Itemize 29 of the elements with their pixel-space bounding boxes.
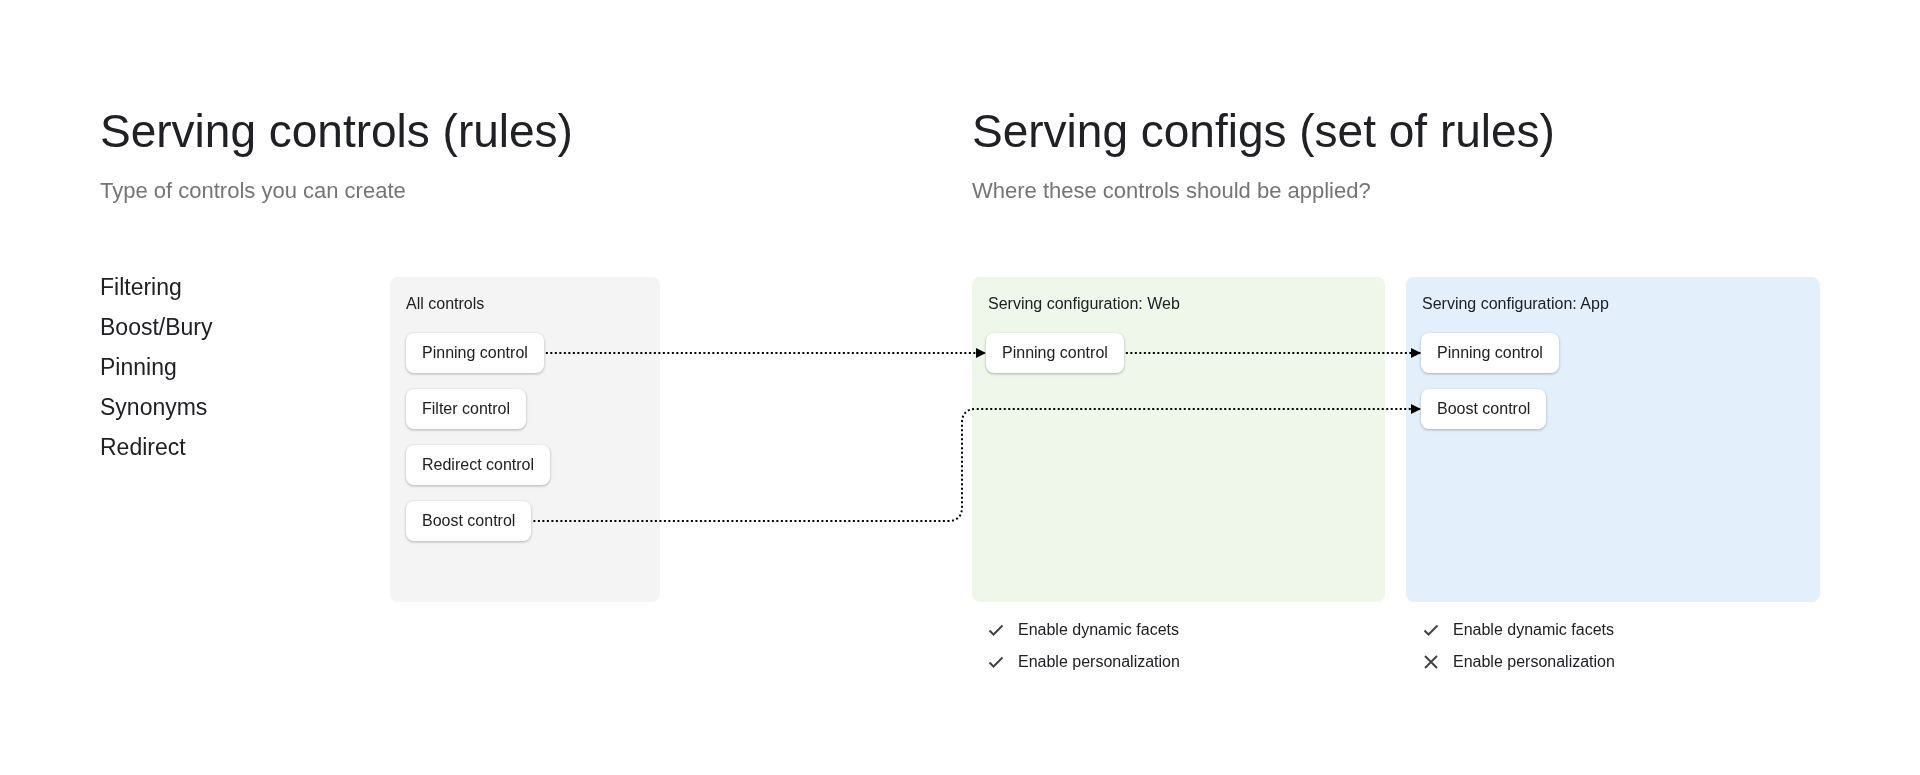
config-panel [1406, 277, 1820, 602]
control-chip: Filter control [406, 389, 527, 429]
subheading: Type of controls you can create [100, 178, 406, 204]
dotted-arrow [1124, 348, 1422, 358]
setting-text: Enable dynamic facets [1453, 621, 1614, 639]
control-type: Boost/Bury [100, 314, 213, 341]
dotted-arrow [532, 404, 1422, 522]
control-chip: Boost control [406, 501, 532, 541]
heading: Serving controls (rules) [100, 104, 573, 158]
heading: Serving configs (set of rules) [972, 104, 1555, 158]
setting-text: Enable personalization [1018, 653, 1180, 671]
control-type: Synonyms [100, 394, 208, 421]
control-type: Redirect [100, 434, 186, 461]
config-panel [972, 277, 1385, 602]
control-chip: Pinning control [986, 333, 1124, 373]
control-type: Pinning [100, 354, 177, 381]
control-chip: Boost control [1421, 389, 1547, 429]
dotted-arrow [544, 348, 987, 358]
setting-text: Enable dynamic facets [1018, 621, 1179, 639]
control-chip: Pinning control [406, 333, 544, 373]
setting-text: Enable personalization [1453, 653, 1615, 671]
panel-title: All controls [406, 295, 485, 313]
control-chip: Pinning control [1421, 333, 1559, 373]
control-type: Filtering [100, 274, 182, 301]
subheading: Where these controls should be applied? [972, 178, 1371, 204]
panel-title: Serving configuration: Web [988, 295, 1180, 313]
control-chip: Redirect control [406, 445, 551, 485]
panel-title: Serving configuration: App [1422, 295, 1609, 313]
controls-panel [390, 277, 660, 602]
